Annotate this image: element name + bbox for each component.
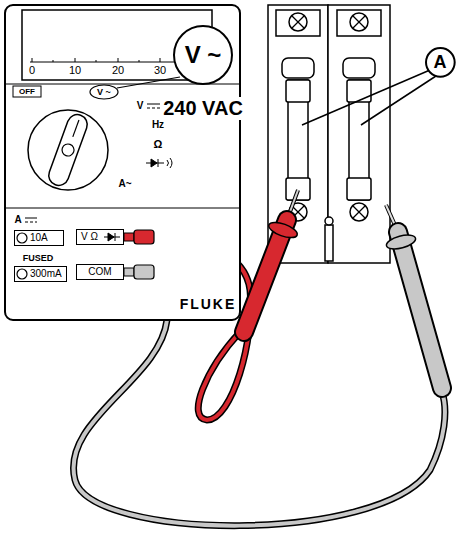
node-text: 300mA — [30, 268, 62, 280]
diode-symbol — [104, 233, 120, 241]
selection-ring — [90, 85, 118, 99]
leader-line — [302, 70, 430, 125]
voltage-reading: 240 VAC — [161, 97, 245, 120]
dc-symbol — [25, 218, 37, 222]
jack-hole — [17, 269, 27, 279]
screw-slots — [292, 16, 365, 218]
dial-setting: Hz — [152, 119, 164, 131]
callout-letter: A — [425, 47, 456, 78]
leader-line — [361, 76, 436, 125]
node-text: COM — [88, 266, 111, 278]
meter-body — [5, 5, 240, 320]
brand-name: FLUKE — [180, 296, 237, 312]
red-probe — [244, 190, 299, 332]
scale-number: 30 — [154, 64, 166, 77]
dc-symbol — [147, 104, 160, 108]
red-plug — [124, 230, 154, 244]
gray-plug — [124, 265, 154, 279]
rotary-dial — [28, 110, 108, 190]
scale-number: 20 — [112, 64, 124, 77]
gray-probe — [385, 205, 442, 388]
panel-divider — [5, 208, 240, 209]
dial-setting: A~ — [118, 178, 131, 190]
off-frame — [13, 86, 41, 97]
node-text: V Ω — [81, 231, 98, 243]
dial-setting: Ω — [154, 138, 163, 151]
node-text: V ~ — [185, 41, 222, 69]
input-jack: 10A — [14, 230, 64, 246]
dial-knob — [46, 112, 90, 188]
scale-number: 10 — [69, 64, 81, 77]
input-jack: COM — [76, 264, 124, 280]
dial-setting: A — [14, 214, 21, 226]
input-jack: V Ω — [76, 229, 124, 245]
node-text: 10A — [30, 232, 48, 244]
dial-setting: V ~ — [97, 87, 111, 97]
jack-hole — [17, 233, 27, 243]
magnifier-leader — [117, 77, 180, 88]
magnified-setting-callout: V ~ — [173, 25, 233, 85]
node-text: A — [434, 52, 447, 73]
dial-setting: V — [137, 100, 144, 112]
input-jack: 300mA — [14, 266, 67, 282]
diode-symbol — [146, 158, 172, 168]
dial-setting: OFF — [19, 87, 35, 96]
scale-number: 0 — [29, 64, 35, 77]
jack-note: FUSED — [23, 253, 54, 263]
